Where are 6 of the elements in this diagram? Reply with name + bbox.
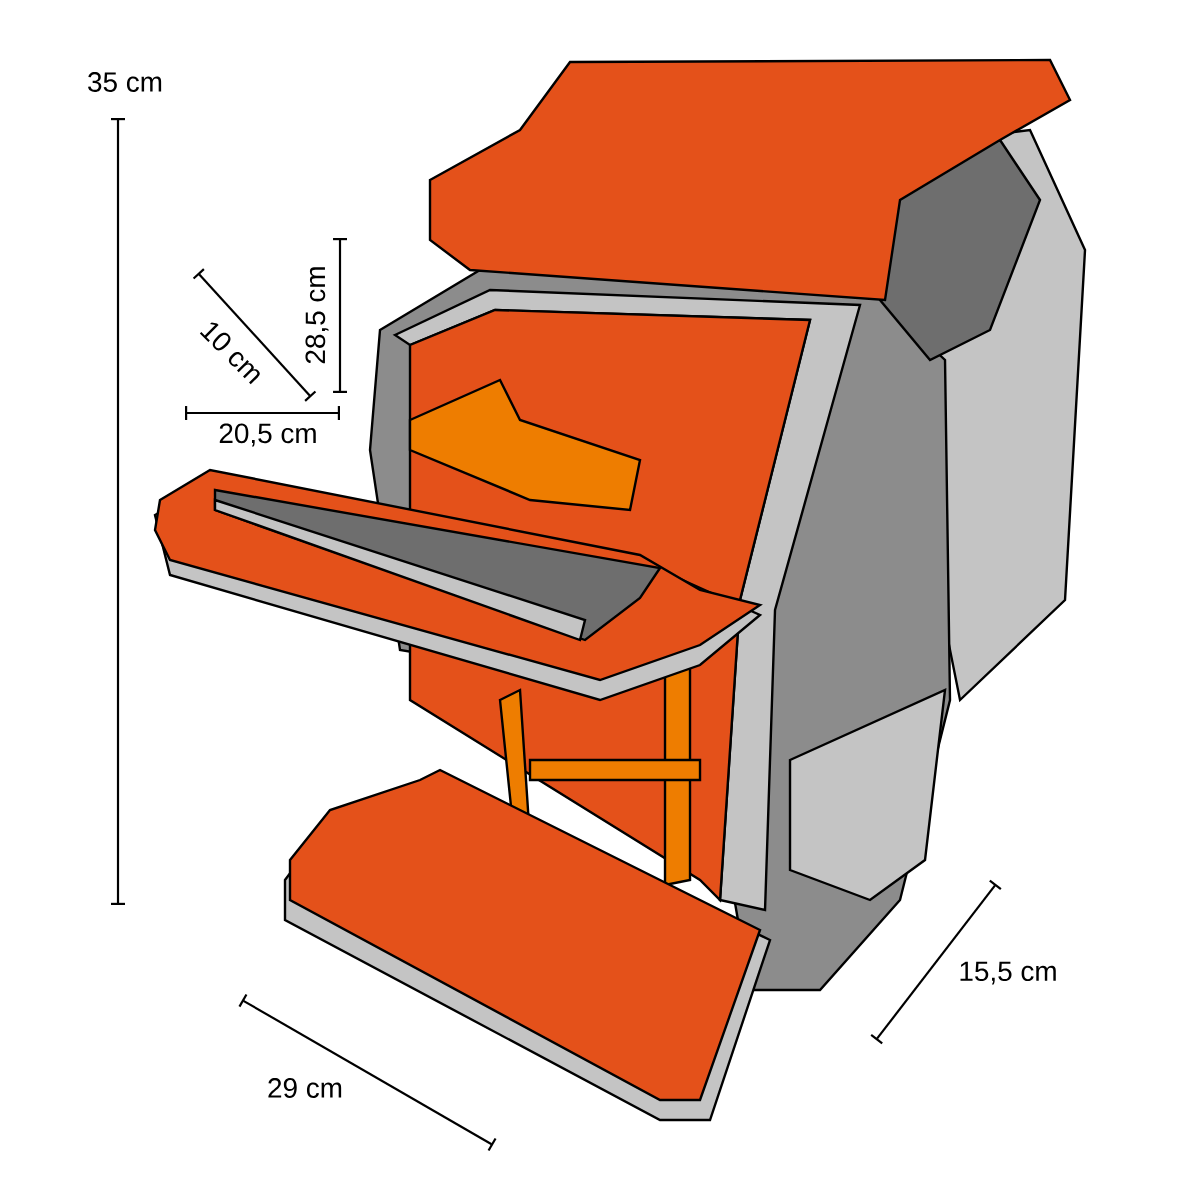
dimension-label: 20,5 cm (219, 423, 316, 447)
dimension-label: 28,5 cm (305, 267, 329, 364)
dimension-label: 35 cm (88, 72, 162, 92)
dimension-label: 10 cm (199, 322, 260, 385)
dimension-label: 29 cm (268, 1078, 342, 1098)
dimension-label: 15,5 cm (960, 961, 1056, 985)
